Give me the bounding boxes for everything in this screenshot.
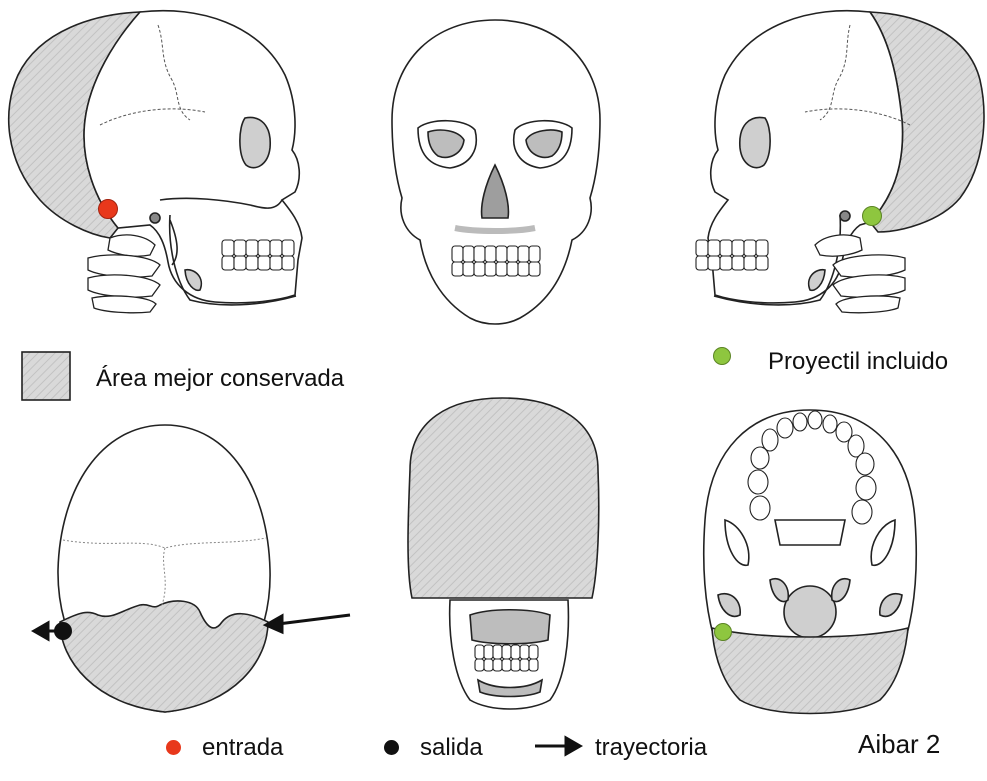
legend-exit-dot [384,740,399,755]
skull-posterior [408,398,599,709]
projectile-marker-right [862,206,882,226]
projectile-marker-inferior [714,623,732,641]
skull-inferior [704,410,917,714]
posterior-preserved-area [408,398,599,598]
skull-left-lateral [9,11,302,313]
skull-right-lateral [696,11,984,313]
legend-entry-dot [166,740,181,755]
skull-frontal [392,20,600,324]
legend-projectile-label: Proyectil incluido [768,348,948,376]
legend-entry-label: entrada [202,734,283,762]
skull-superior [58,425,270,712]
figure-label: Aibar 2 [858,730,940,758]
legend-trajectory-arrow [535,738,580,754]
exit-marker-superior [54,622,72,640]
legend-preserved-swatch [22,352,70,400]
legend-preserved-label: Área mejor conservada [96,365,344,393]
legend-trajectory-label: trayectoria [595,734,707,762]
entry-marker-left [98,199,118,219]
legend-projectile-dot [713,347,731,365]
superior-preserved-area [60,601,268,712]
legend-exit-label: salida [420,734,483,762]
inferior-preserved-area [712,628,908,714]
